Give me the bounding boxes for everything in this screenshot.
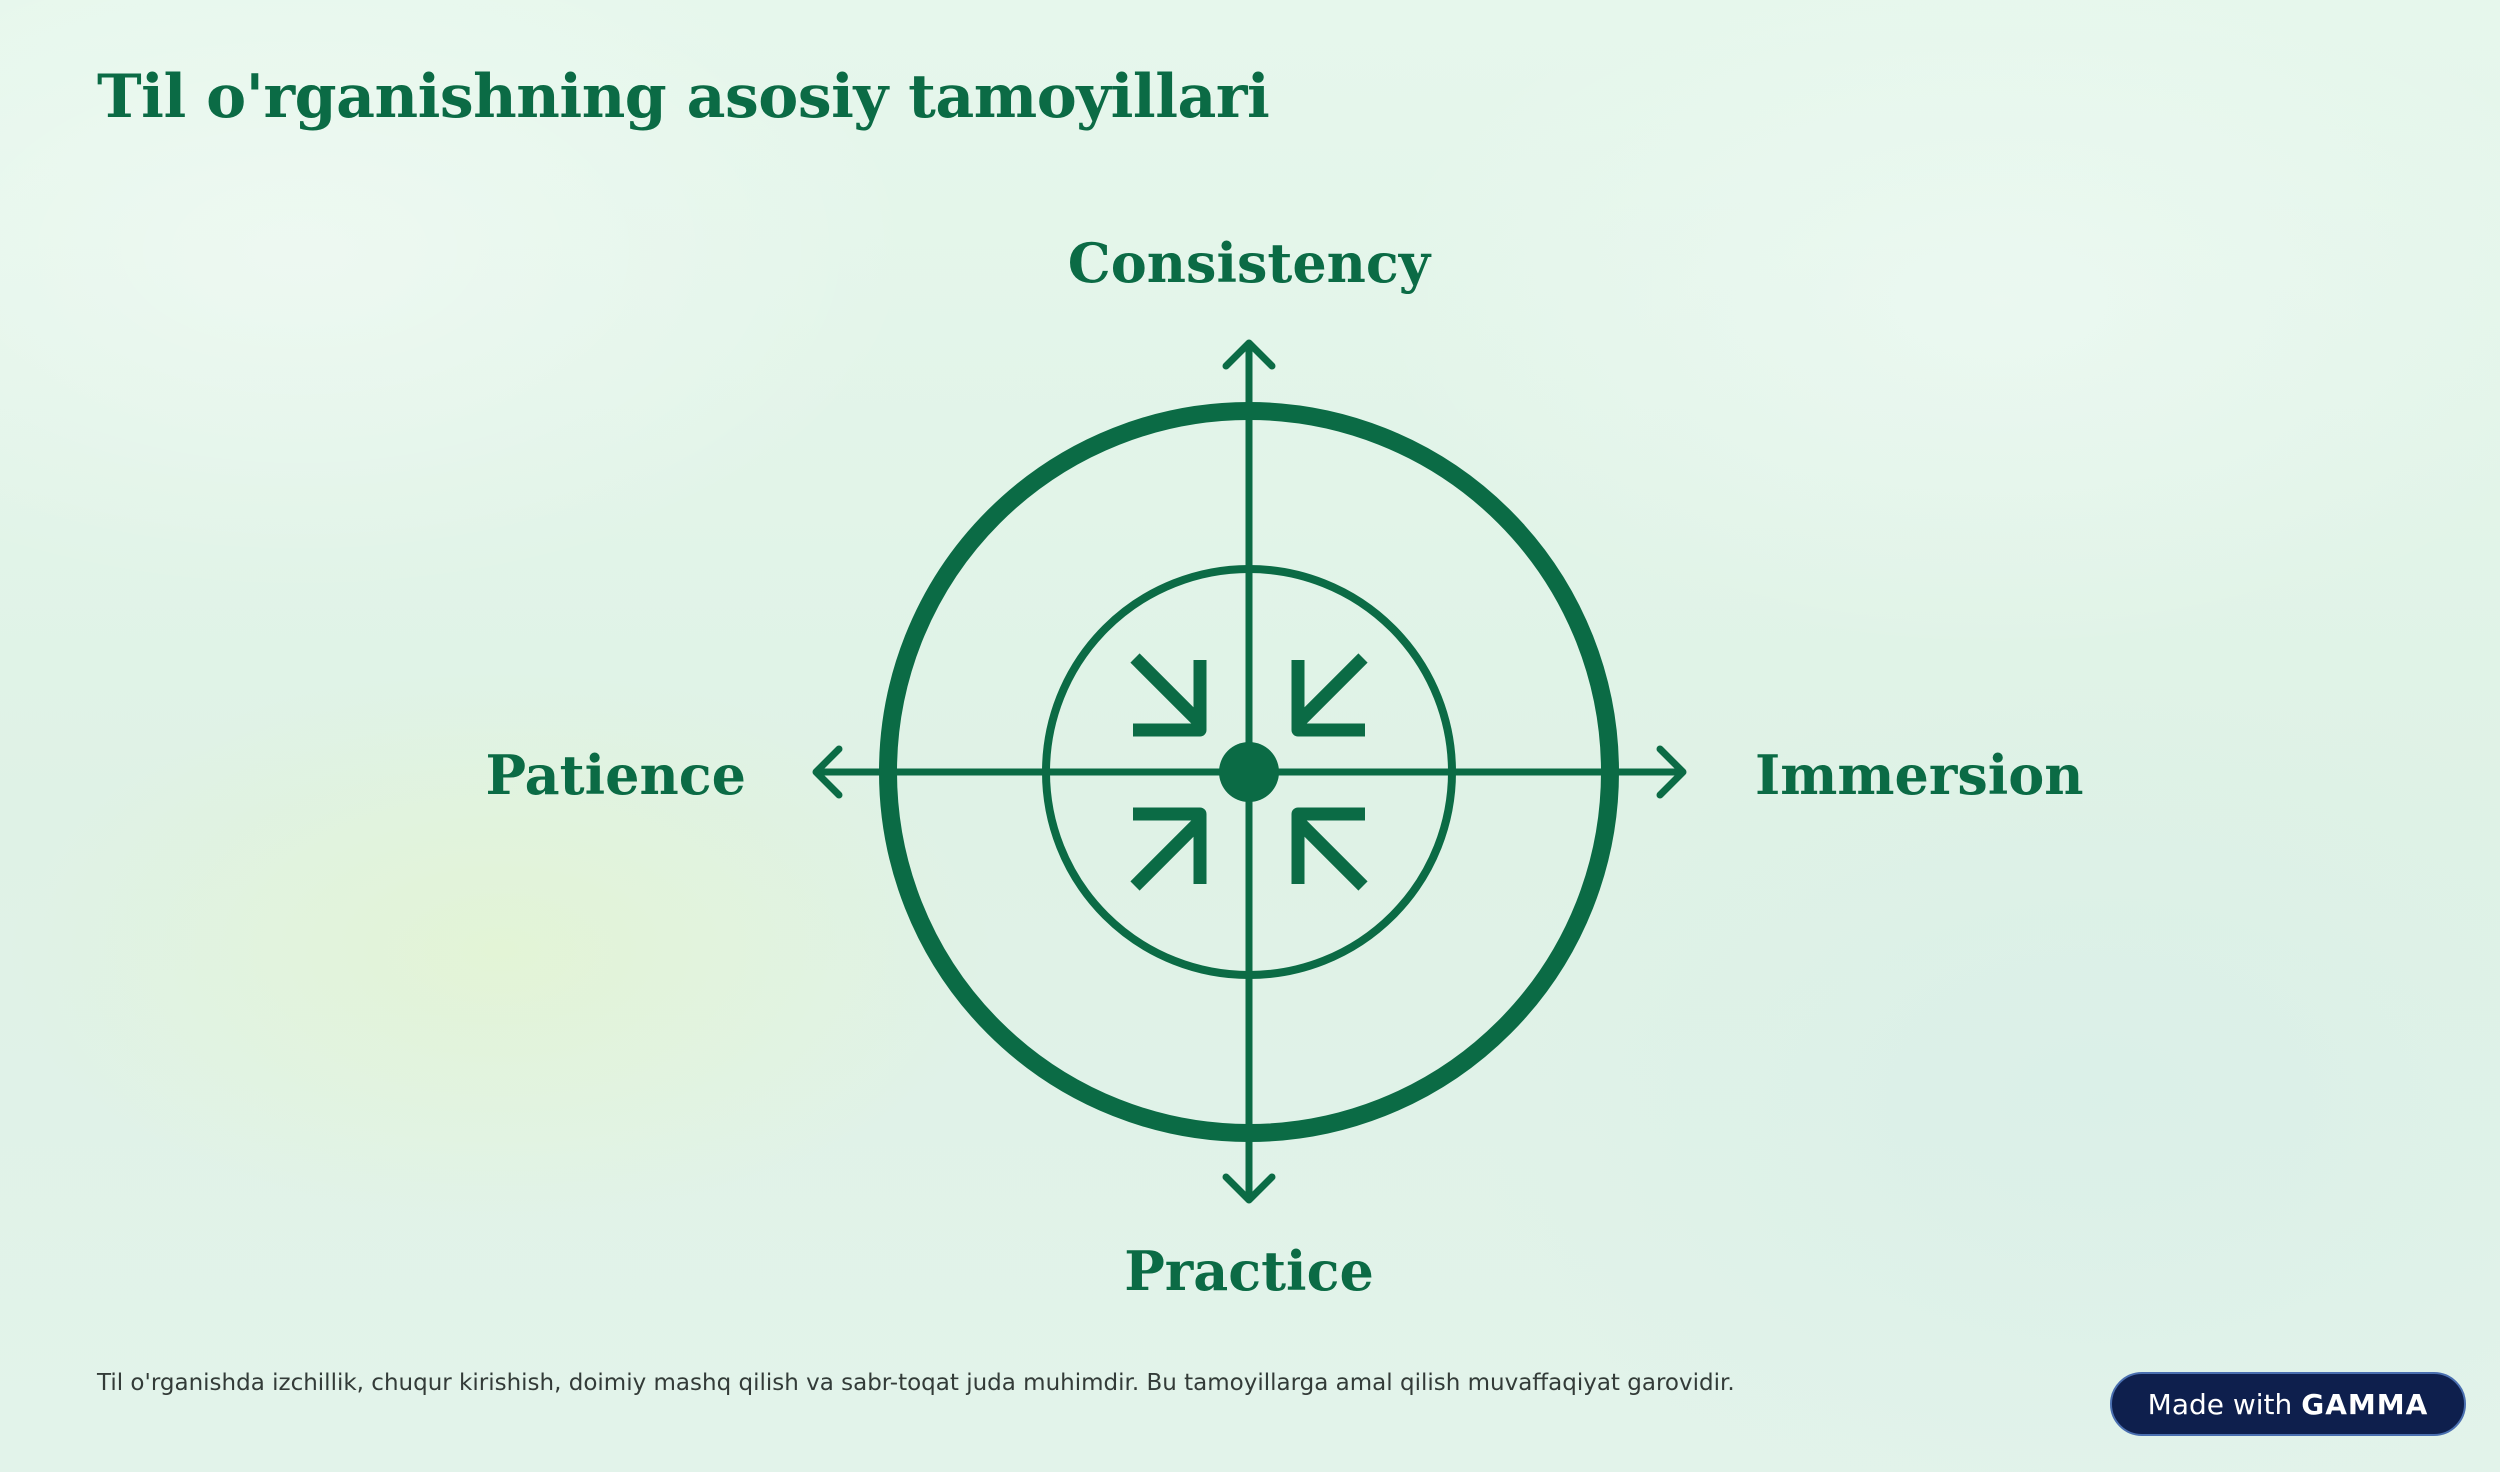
converging-arrows-icon	[1130, 653, 1368, 891]
label-patience: Patience	[486, 743, 746, 807]
arrow-up-icon	[1222, 339, 1276, 370]
center-dot	[1219, 742, 1279, 802]
label-practice: Practice	[1124, 1239, 1374, 1303]
label-consistency: Consistency	[1068, 231, 1432, 295]
arrow-right-icon	[1656, 745, 1687, 799]
slide-title: Til o'rganishning asosiy tamoyillari	[97, 62, 1270, 132]
arrow-left-icon	[812, 745, 843, 799]
arrow-down-icon	[1222, 1173, 1276, 1204]
badge-prefix: Made with	[2147, 1387, 2293, 1421]
label-immersion: Immersion	[1755, 743, 2084, 807]
made-with-gamma-badge[interactable]: Made with GAMMA	[2110, 1372, 2466, 1436]
slide-caption: Til o'rganishda izchillik, chuqur kirish…	[97, 1370, 1735, 1396]
gamma-logo: GAMMA	[2301, 1387, 2429, 1421]
